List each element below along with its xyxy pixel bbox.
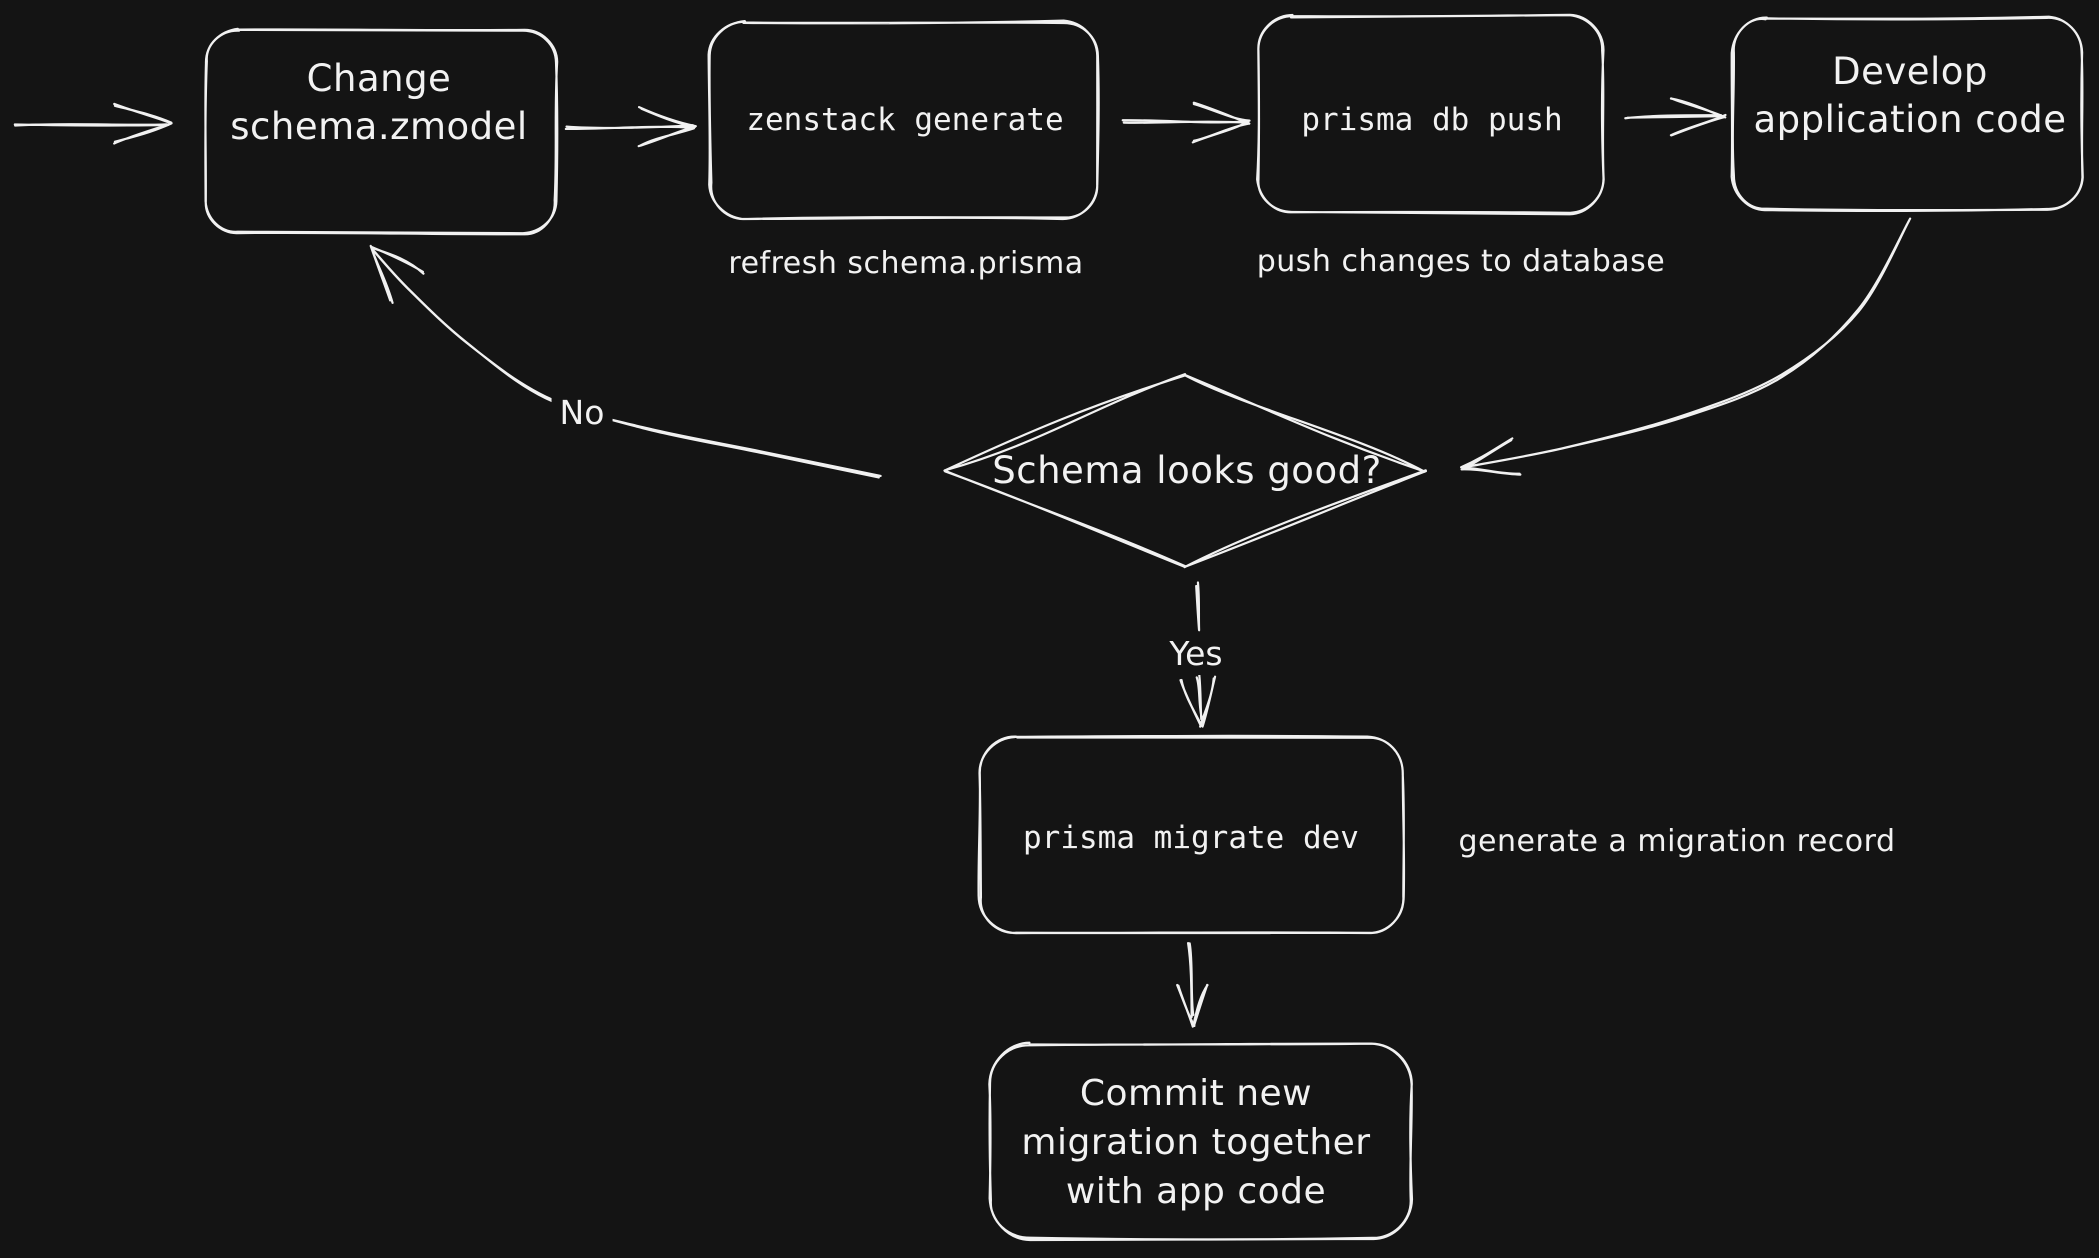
- node-change-schema-line-2: schema.zmodel: [230, 105, 528, 148]
- node-prisma-db-push-box: [1256, 13, 1605, 216]
- node-develop-app-box: [1730, 15, 2084, 213]
- node-commit-migration-line-3: with app code: [1065, 1171, 1327, 1212]
- node-develop-app-line-2: application code: [1753, 98, 2067, 141]
- edge-decision-yes-line-upper: [1195, 581, 1201, 632]
- edge-start-to-change-schema-line: [13, 123, 170, 127]
- node-commit-migration-line-2: migration together: [1021, 1122, 1371, 1163]
- edge-change-to-zenstack-line: [564, 124, 694, 131]
- node-prisma-db-push-line-1: prisma db push: [1301, 102, 1563, 138]
- node-schema-looks-good-diamond: [943, 373, 1427, 569]
- edge-develop-to-decision-barb-1: [1460, 466, 1522, 476]
- node-change-schema-line-1: Change: [306, 57, 452, 100]
- node-prisma-migrate-dev-line-1: prisma migrate dev: [1023, 820, 1359, 856]
- edge-zenstack-to-push-barb-2: [1191, 120, 1251, 144]
- edge-migrate-to-commit-barb-1: [1192, 983, 1209, 1027]
- edge-label-yes: Yes: [1161, 633, 1231, 675]
- edge-migrate-to-commit-barb-2: [1176, 983, 1196, 1028]
- edge-migrate-to-commit-line: [1186, 941, 1195, 1019]
- node-prisma-migrate-dev-box: [977, 734, 1406, 935]
- edge-decision-no-barb-2: [370, 245, 425, 275]
- node-zenstack-generate-box: [707, 19, 1100, 221]
- edge-develop-to-decision-barb-2: [1459, 437, 1514, 471]
- edge-change-to-zenstack-barb-1: [637, 106, 697, 129]
- edge-decision-yes-barb-2: [1179, 678, 1203, 727]
- node-schema-looks-good-label: Schema looks good?: [992, 447, 1381, 495]
- node-commit-migration-line-1: Commit new: [1079, 1073, 1313, 1114]
- annotation-push-changes: push changes to database: [1256, 244, 1666, 279]
- node-zenstack-generate-label: zenstack generate: [746, 100, 1063, 140]
- node-commit-migration-box: [988, 1041, 1414, 1242]
- node-develop-app-line-1: Develop: [1832, 50, 1988, 93]
- node-prisma-db-push-label: prisma db push: [1301, 100, 1562, 140]
- edge-label-no: No: [551, 392, 613, 434]
- node-change-schema-box: [204, 27, 559, 236]
- edge-push-to-develop-barb-2: [1669, 113, 1727, 137]
- edge-decision-no-barb-1: [369, 244, 394, 304]
- annotation-refresh-schema: refresh schema.prisma: [728, 246, 1084, 281]
- annotation-generate-record: generate a migration record: [1458, 824, 1896, 859]
- node-develop-app-label: Develop application code: [1753, 48, 2066, 144]
- edge-zenstack-to-push-barb-1: [1192, 101, 1251, 125]
- edge-start-to-change-schema-barb-1: [113, 102, 173, 125]
- edge-change-to-zenstack-barb-2: [637, 125, 695, 148]
- edge-develop-to-decision-line: [1463, 217, 1912, 469]
- edge-decision-yes-barb-1: [1199, 675, 1217, 728]
- node-prisma-migrate-dev-label: prisma migrate dev: [1023, 818, 1359, 858]
- node-zenstack-generate-line-1: zenstack generate: [746, 102, 1064, 138]
- edge-zenstack-to-push-line: [1121, 119, 1249, 124]
- edge-decision-yes-line-lower: [1195, 673, 1204, 722]
- edge-push-to-develop-line: [1624, 114, 1723, 120]
- node-commit-migration-label: Commit new migration together with app c…: [1021, 1069, 1370, 1216]
- node-change-schema-label: Change schema.zmodel: [230, 55, 527, 151]
- node-schema-looks-good-line-1: Schema looks good?: [992, 449, 1382, 492]
- edge-start-to-change-schema-barb-2: [113, 122, 173, 145]
